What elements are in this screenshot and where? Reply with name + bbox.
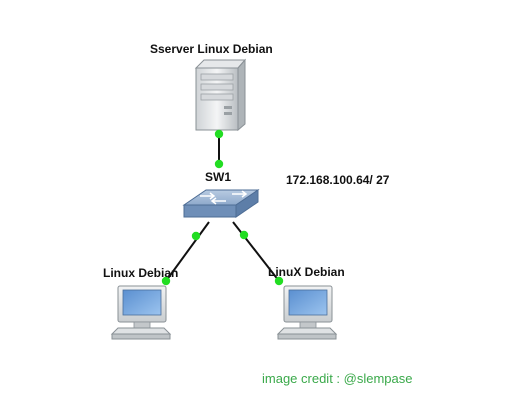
image-credit: image credit : @slempase (262, 371, 413, 386)
desktop-computer-icon (110, 285, 172, 340)
desktop-computer-icon (276, 285, 338, 340)
link-endpoint-dot (214, 159, 224, 169)
link-endpoint-dot (214, 129, 224, 139)
client-left-label: Linux Debian (103, 266, 179, 280)
link-switch-client-right (232, 221, 280, 282)
link-endpoint-dot (239, 230, 249, 240)
link-switch-client-left (165, 221, 210, 282)
link-endpoint-dot (274, 276, 284, 286)
subnet-label: 172.168.100.64/ 27 (286, 173, 390, 187)
switch-label: SW1 (205, 170, 232, 184)
server-label: Sserver Linux Debian (150, 42, 273, 56)
link-endpoint-dot (191, 231, 201, 241)
server-tower-icon (194, 58, 247, 132)
network-switch-icon (182, 189, 260, 218)
client-right-label: LinuX Debian (268, 265, 345, 279)
link-endpoint-dot (161, 276, 171, 286)
